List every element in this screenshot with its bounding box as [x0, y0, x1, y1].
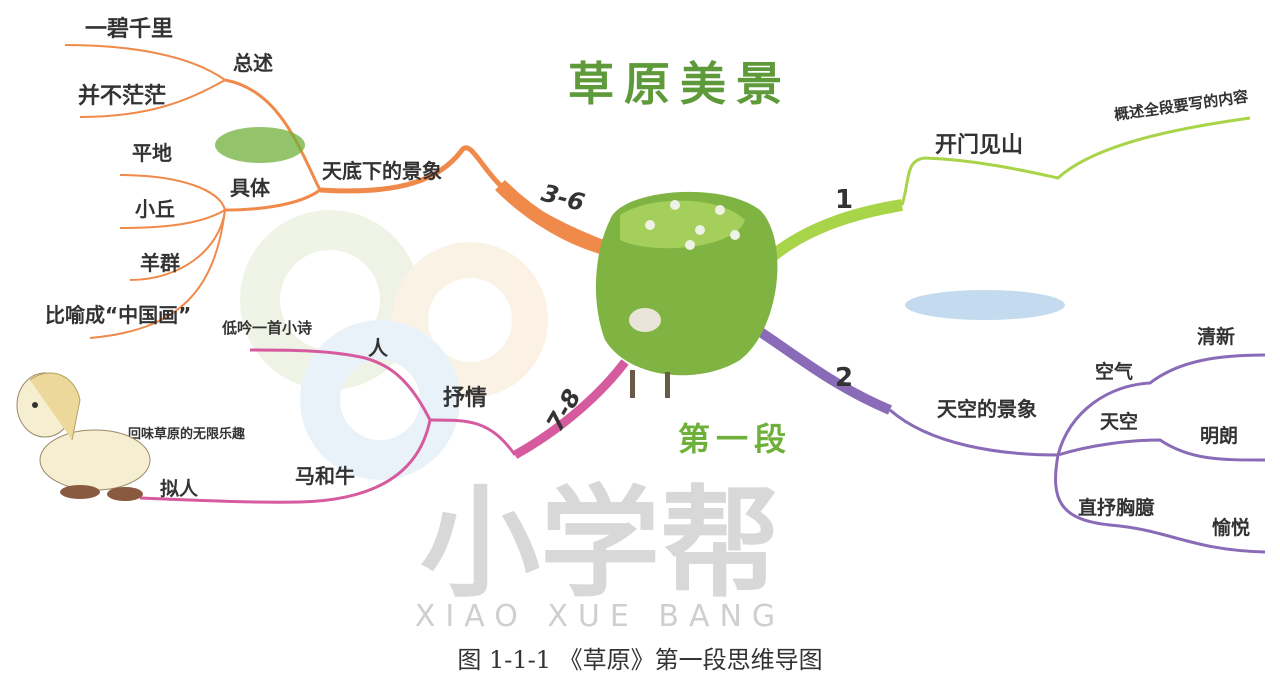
watermark: [240, 210, 548, 480]
center-label: 第一段: [678, 420, 792, 458]
branch-orange: [64, 44, 614, 339]
note-summary: 概述全段要写的内容: [1113, 87, 1249, 124]
label-personify: 拟人: [160, 478, 199, 500]
branch-green: [766, 116, 1251, 263]
leaf-poem: 低吟一首小诗: [221, 319, 312, 337]
branch-number-2: 2: [835, 363, 853, 393]
watermark-text: 小学帮: [420, 475, 780, 614]
leaf-5: 羊群: [140, 251, 180, 275]
leaf-joy: 愉悦: [1212, 516, 1250, 539]
node-specific: 具体: [230, 176, 271, 200]
node-air: 空气: [1095, 360, 1133, 383]
leaf-fresh: 清新: [1197, 325, 1235, 348]
branch-number-3-6: 3-6: [538, 179, 587, 217]
figure-caption: 图 1-1-1 《草原》第一段思维导图: [457, 646, 823, 674]
leaf-2: 并不茫茫: [78, 83, 166, 109]
horse-illustration: [16, 372, 151, 501]
cloud-icon: [905, 290, 1065, 320]
branch-purple: [742, 317, 1266, 554]
leaf-fun: 回味草原的无限乐趣: [128, 426, 246, 442]
watermark-subtext: XIAO XUE BANG: [415, 599, 785, 634]
leaf-1: 一碧千里: [85, 16, 173, 42]
central-sheep-illustration: [595, 191, 778, 398]
leaf-4: 小丘: [135, 197, 175, 221]
node-sky: 天空: [1100, 410, 1138, 433]
leaf-3: 平地: [132, 141, 172, 165]
branch-pink: [139, 348, 629, 504]
node-lyric: 抒情: [443, 385, 487, 411]
branch-number-7-8: 7-8: [541, 384, 587, 436]
topic-opening: 开门见山: [935, 132, 1023, 158]
map-title: 草原美景: [568, 57, 792, 111]
label-person: 人: [368, 336, 389, 360]
topic-sky-below: 天底下的景象: [322, 159, 442, 183]
node-overview: 总述: [233, 51, 273, 75]
branch-number-1: 1: [835, 185, 853, 215]
grass-brush-icon: [215, 127, 305, 163]
topic-sky: 天空的景象: [937, 397, 1037, 421]
leaf-6: 比喻成“中国画”: [45, 303, 191, 327]
leaf-bright: 明朗: [1200, 425, 1238, 447]
node-express: 直抒胸臆: [1078, 496, 1155, 519]
node-horse-cattle: 马和牛: [295, 464, 355, 488]
